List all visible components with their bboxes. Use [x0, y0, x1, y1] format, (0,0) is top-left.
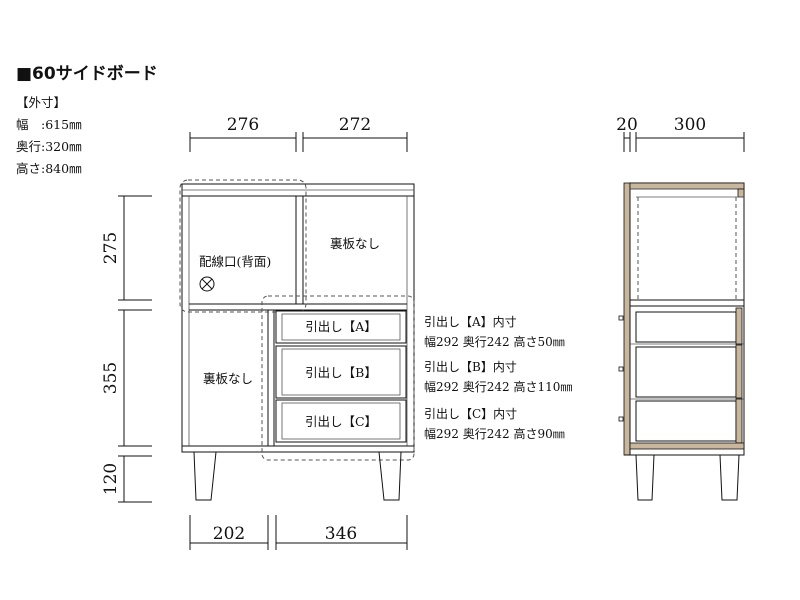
dim-top-side	[623, 132, 745, 152]
no-back-board-upper: 裏板なし	[330, 236, 380, 251]
dim-height-legs: 120	[101, 463, 121, 495]
no-back-board-lower: 裏板なし	[203, 371, 253, 386]
dim-bottom-left: 202	[213, 524, 245, 544]
dim-height-middle: 355	[101, 362, 121, 394]
spec-width: 幅 :615㎜	[16, 117, 82, 132]
dim-bottom	[189, 515, 408, 550]
dim-side-right: 300	[674, 115, 706, 135]
dim-bottom-right: 346	[325, 524, 357, 544]
drawer-b-size: 幅292 奥行242 高さ110㎜	[424, 379, 572, 394]
drawer-b-name: 引出し【B】内寸	[424, 360, 517, 374]
drawer-c-name: 引出し【C】内寸	[424, 407, 517, 421]
diagram-title: ■60サイドボード	[16, 64, 158, 84]
drawer-c-face-label: 引出し【C】	[305, 414, 377, 429]
dim-side-left: 20	[616, 115, 638, 135]
drawer-a-face-label: 引出し【A】	[305, 319, 377, 334]
side-legs	[635, 454, 740, 501]
dim-left-vertical	[118, 195, 152, 503]
dim-top-right: 272	[339, 115, 371, 135]
spec-height: 高さ:840㎜	[16, 161, 82, 176]
drawer-b	[275, 345, 407, 399]
front-view	[179, 179, 415, 461]
wiring-hole-label: 配線口(背面)	[199, 254, 271, 269]
drawer-a	[275, 310, 407, 344]
front-legs	[193, 451, 402, 501]
drawer-a-size: 幅292 奥行242 高さ50㎜	[424, 334, 565, 349]
drawer-a-name: 引出し【A】内寸	[424, 315, 517, 329]
dim-top-left: 276	[227, 115, 259, 135]
spec-header: 【外寸】	[16, 95, 66, 110]
drawer-c-size: 幅292 奥行242 高さ90㎜	[424, 426, 565, 441]
drawer-c	[275, 399, 407, 443]
spec-depth: 奥行:320㎜	[16, 139, 82, 154]
dim-height-upper: 275	[101, 232, 121, 264]
side-view	[618, 182, 745, 456]
drawer-b-face-label: 引出し【B】	[305, 365, 377, 380]
dim-top-front	[189, 132, 408, 152]
